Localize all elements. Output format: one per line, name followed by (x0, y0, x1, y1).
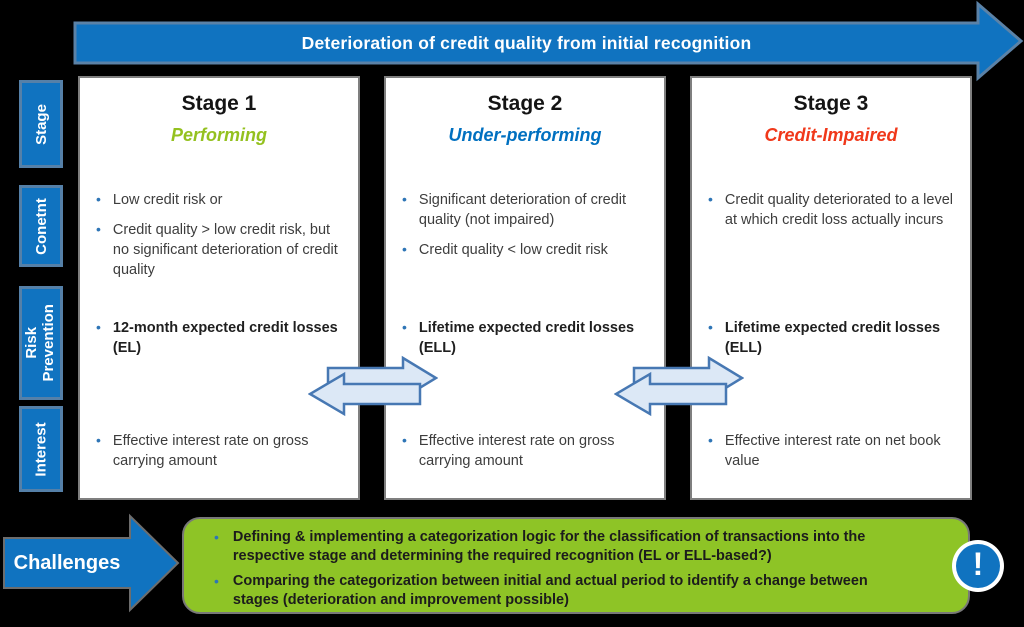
challenges-label: Challenges (13, 551, 121, 574)
stage-2-subtitle: Under-performing (448, 125, 602, 145)
stage-2-content: • Significant deterioration of credit qu… (402, 190, 656, 270)
row-label-interest-text: Interest (32, 421, 50, 477)
list-item: • 12-month expected credit losses (EL) (96, 318, 350, 358)
bullet-icon: • (402, 432, 407, 448)
bullet-text: Lifetime expected credit losses (ELL) (724, 320, 941, 356)
row-label-stage-text: Stage (32, 103, 50, 145)
stage-3-column: Stage 3 Credit-Impaired • Credit quality… (690, 76, 972, 500)
bullet-text: 12-month expected credit losses (EL) (112, 320, 338, 356)
list-item: • Effective interest rate on gross carry… (96, 431, 350, 471)
bullet-icon: • (402, 191, 407, 207)
list-item: • Low credit risk or (96, 190, 350, 210)
deterioration-flow-arrow-icon (73, 0, 1024, 82)
bullet-icon: • (96, 319, 101, 335)
list-item: • Credit quality > low credit risk, but … (96, 220, 350, 280)
challenges-arrow-icon (3, 513, 180, 613)
bullet-text: Credit quality > low credit risk, but no… (112, 222, 338, 278)
row-label-risk-prevention: Risk Prevention (19, 286, 63, 400)
bullet-icon: • (402, 319, 407, 335)
bullet-icon: • (96, 191, 101, 207)
stage-1-interest: • Effective interest rate on gross carry… (96, 431, 350, 481)
bullet-icon: • (96, 221, 101, 237)
bullet-icon: • (214, 529, 219, 545)
row-label-content-text: Conetnt (32, 197, 50, 255)
row-label-interest: Interest (19, 406, 63, 492)
list-item: • Defining & implementing a categorizati… (214, 528, 890, 566)
bullet-text: Effective interest rate on gross carryin… (418, 433, 615, 469)
bullet-text: Significant deterioration of credit qual… (418, 192, 627, 228)
stage-3-content: • Credit quality deteriorated to a level… (708, 190, 962, 240)
stage-3-risk-prevention: • Lifetime expected credit losses (ELL) (708, 318, 962, 368)
warning-icon: ! (952, 540, 1004, 592)
row-label-content: Conetnt (19, 185, 63, 267)
stage-1-column: Stage 1 Performing • Low credit risk or … (78, 76, 360, 500)
transition-arrows-stage1-stage2-icon (308, 355, 438, 417)
row-label-risk-prevention-text: Risk Prevention (23, 304, 58, 382)
stage-3-subtitle: Credit-Impaired (764, 125, 898, 145)
stage-1-title: Stage 1 (181, 92, 257, 115)
transition-arrows-stage2-stage3-icon (614, 355, 744, 417)
bullet-icon: • (214, 573, 219, 590)
stage-1-risk-prevention: • 12-month expected credit losses (EL) (96, 318, 350, 368)
bullet-icon: • (708, 432, 713, 448)
challenge-text: Defining & implementing a categorization… (232, 529, 866, 565)
stage-2-interest: • Effective interest rate on gross carry… (402, 431, 656, 481)
bullet-text: Effective interest rate on gross carryin… (112, 433, 309, 469)
stage-2-title: Stage 2 (487, 92, 563, 115)
bullet-icon: • (708, 319, 713, 335)
stage-3-title: Stage 3 (793, 92, 869, 115)
list-item: • Lifetime expected credit losses (ELL) (402, 318, 656, 358)
list-item: • Lifetime expected credit losses (ELL) (708, 318, 962, 358)
list-item: • Significant deterioration of credit qu… (402, 190, 656, 230)
bullet-text: Effective interest rate on net book valu… (724, 433, 941, 469)
bullet-icon: • (96, 432, 101, 448)
stage-2-column: Stage 2 Under-performing • Significant d… (384, 76, 666, 500)
bullet-text: Credit quality deteriorated to a level a… (724, 192, 954, 228)
challenges-box: • Defining & implementing a categorizati… (182, 517, 970, 614)
banner-title: Deterioration of credit quality from ini… (301, 32, 752, 53)
bullet-icon: • (708, 191, 713, 207)
bullet-text: Credit quality < low credit risk (418, 242, 608, 258)
bullet-text: Low credit risk or (112, 192, 223, 208)
stage-1-subtitle: Performing (170, 125, 267, 145)
list-item: • Effective interest rate on net book va… (708, 431, 962, 471)
stage-2-risk-prevention: • Lifetime expected credit losses (ELL) (402, 318, 656, 368)
stage-1-content: • Low credit risk or • Credit quality > … (96, 190, 350, 290)
bullet-text: Lifetime expected credit losses (ELL) (418, 320, 635, 356)
exclamation-icon: ! (956, 544, 1000, 588)
list-item: • Credit quality deteriorated to a level… (708, 190, 962, 230)
list-item: • Credit quality < low credit risk (402, 240, 656, 260)
bullet-icon: • (402, 241, 407, 257)
challenge-text: Comparing the categorization between ini… (232, 573, 868, 609)
row-label-stage: Stage (19, 80, 63, 168)
list-item: • Comparing the categorization between i… (214, 572, 890, 610)
stage-3-interest: • Effective interest rate on net book va… (708, 431, 962, 481)
list-item: • Effective interest rate on gross carry… (402, 431, 656, 471)
